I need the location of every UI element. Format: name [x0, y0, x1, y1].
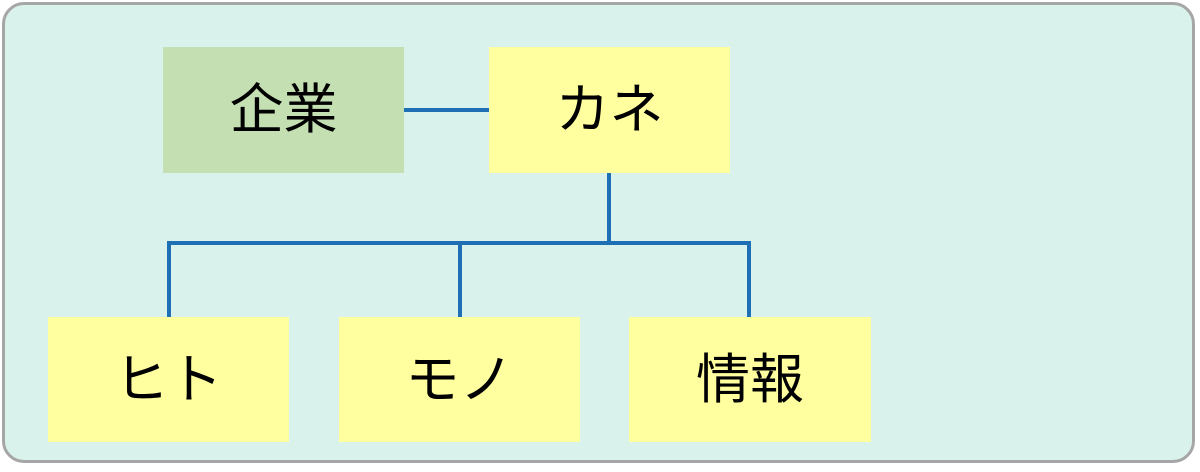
node-things: モノ: [339, 317, 580, 442]
node-company-label: 企業: [229, 78, 338, 141]
node-things-label: モノ: [405, 347, 514, 411]
node-information-label: 情報: [696, 347, 804, 411]
node-company: 企業: [163, 47, 404, 173]
node-people: ヒト: [48, 317, 289, 442]
node-people-label: ヒト: [114, 347, 223, 411]
node-information: 情報: [629, 317, 871, 442]
node-money-label: カネ: [555, 78, 664, 141]
node-money: カネ: [489, 47, 730, 173]
